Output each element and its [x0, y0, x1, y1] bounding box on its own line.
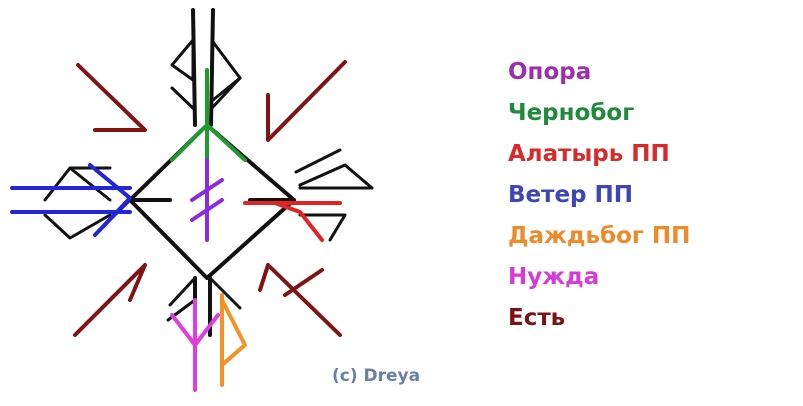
orange-dazhdbog: [220, 293, 247, 387]
rune-stave-figure: [10, 8, 374, 392]
legend-item-alatyr: Алатырь ПП: [508, 141, 670, 167]
purple-opora: [190, 158, 224, 242]
legend-item-nuzhda: Нужда: [508, 264, 600, 290]
blue-veter: [10, 163, 132, 237]
black-frame: [128, 8, 296, 347]
copyright-credit: (c) Dreya: [332, 366, 421, 386]
right-arrow-black: [294, 148, 374, 242]
red-alatyr: [243, 201, 342, 242]
legend-item-veter: Ветер ПП: [508, 182, 634, 208]
green-chernobog: [170, 68, 247, 162]
left-arrow-black: [43, 166, 132, 240]
axis-top-right: [209, 8, 215, 127]
legend-item-chernobog: Чернобог: [508, 100, 635, 126]
rhombus-frame: [128, 123, 296, 280]
legend-item-est: Есть: [508, 305, 566, 331]
legend-item-opora: Опора: [508, 59, 592, 85]
magenta-nuzhda: [170, 298, 220, 392]
legend: Опора Чернобог Алатырь ПП Ветер ПП Даждь…: [508, 54, 798, 341]
top-arrow-black: [170, 38, 242, 112]
legend-item-dazhdbog: Даждьбог ПП: [508, 223, 691, 249]
darkred-est: [73, 60, 347, 337]
